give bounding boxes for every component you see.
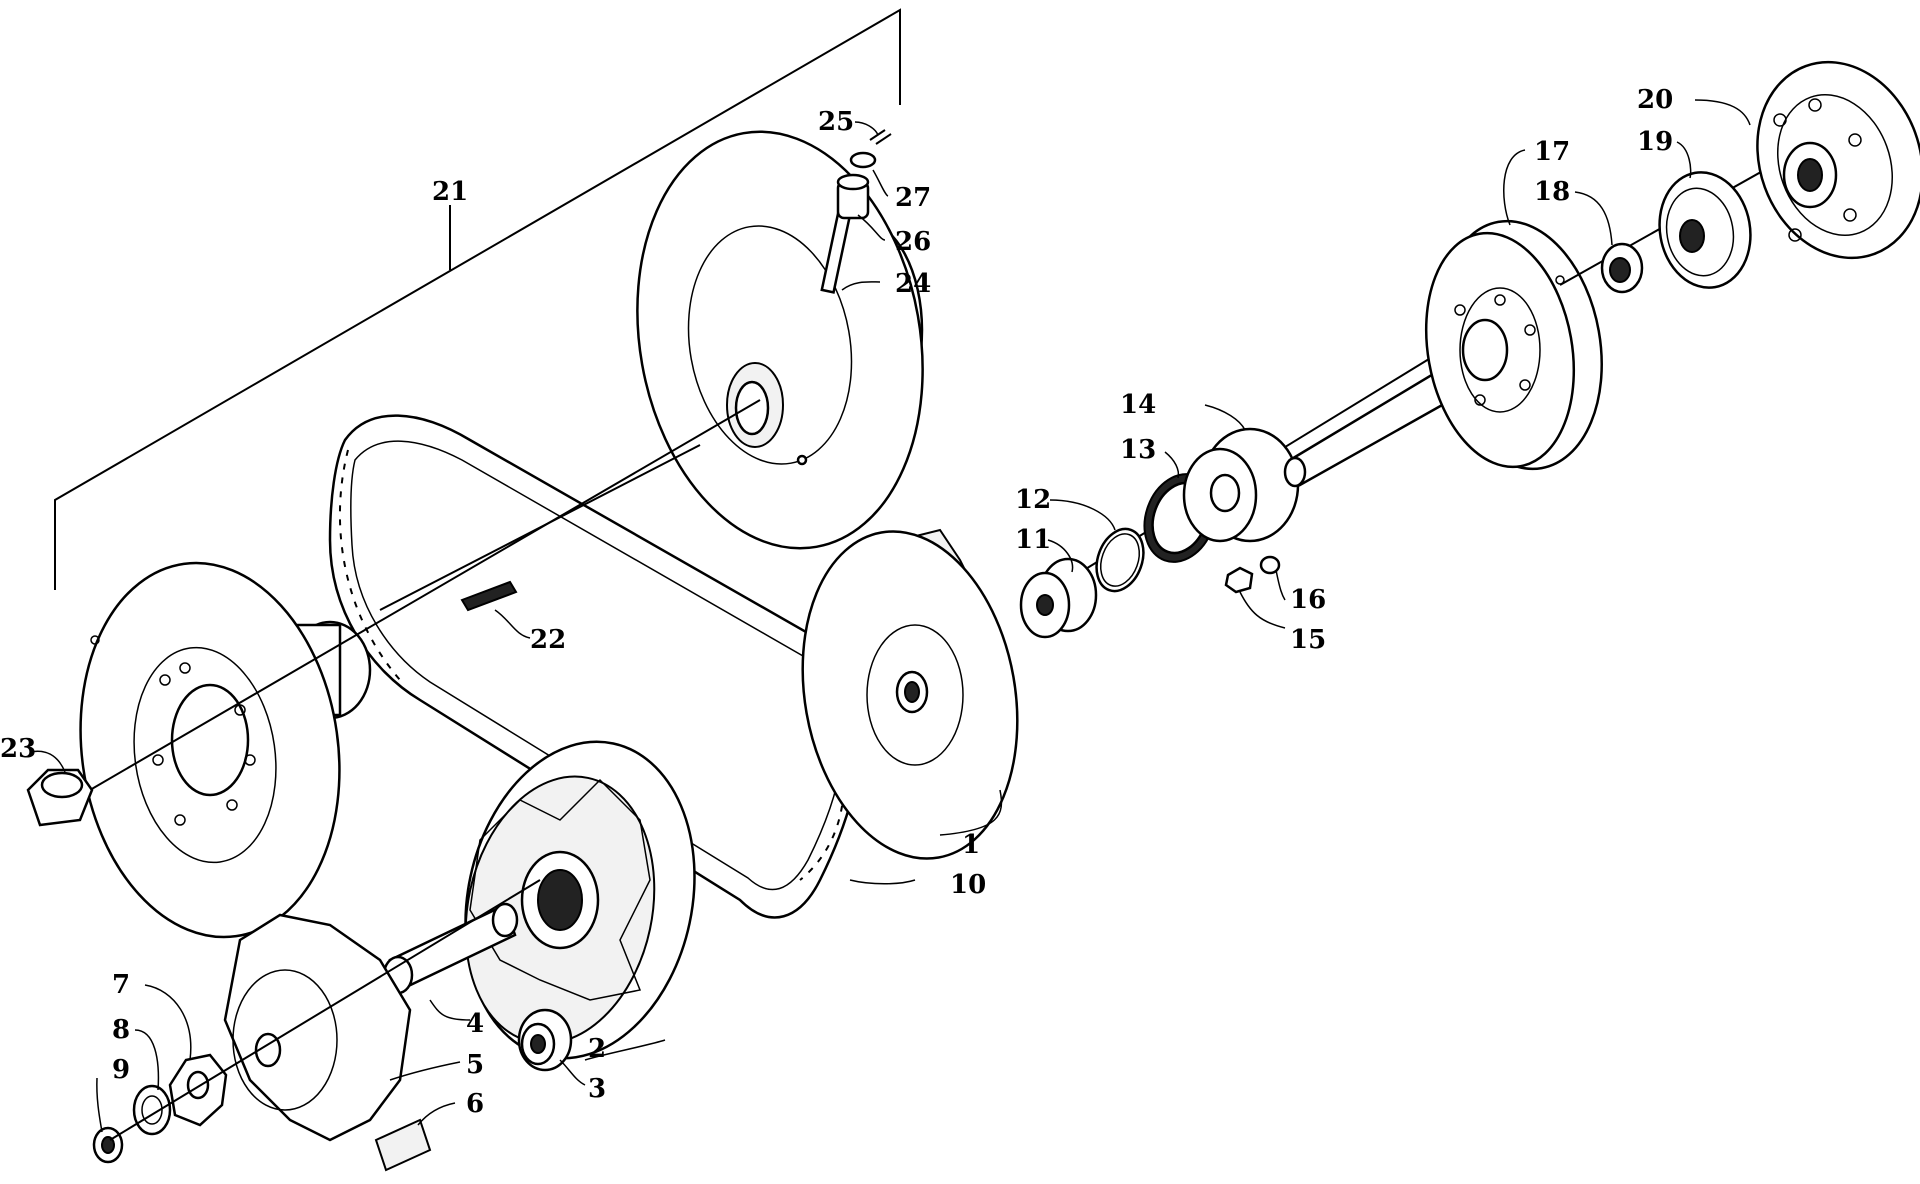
callout-11: 11: [1015, 525, 1051, 555]
clutch-drum-17: [1283, 219, 1603, 488]
clutch-housing-20: [1756, 60, 1920, 260]
washer-8: [132, 1084, 172, 1136]
callout-27: 27: [895, 183, 931, 213]
one-way-clutch-19: [1658, 171, 1752, 289]
fixed-sheave-2: [464, 740, 696, 1060]
driven-pulley-sheave: [636, 130, 924, 550]
sleeve-18: [1600, 242, 1644, 294]
pin-assembly: [820, 129, 892, 294]
nut-15: [1224, 566, 1254, 594]
callout-21: 21: [432, 177, 468, 207]
callout-3: 3: [588, 1074, 606, 1104]
nut-7: [168, 1053, 228, 1127]
callout-6: 6: [466, 1089, 484, 1119]
callout-2: 2: [588, 1034, 606, 1064]
callout-4: 4: [466, 1009, 484, 1039]
callout-9: 9: [112, 1055, 130, 1085]
callout-22: 22: [530, 625, 566, 655]
driven-pulley-hub: [79, 561, 372, 939]
callout-25: 25: [818, 107, 854, 137]
callout-23: 23: [0, 734, 36, 764]
callout-14: 14: [1120, 390, 1156, 420]
callout-12: 12: [1015, 485, 1051, 515]
callout-7: 7: [112, 970, 130, 1000]
movable-sheave-1: [801, 528, 1019, 860]
callout-19: 19: [1637, 127, 1673, 157]
callout-20: 20: [1637, 85, 1673, 115]
spider-cover-5: [223, 913, 412, 1142]
callout-1: 1: [962, 830, 980, 860]
key-22: [460, 580, 518, 612]
assembly-bracket-21: [54, 8, 901, 590]
nut-23: [26, 768, 94, 827]
callout-13: 13: [1120, 435, 1156, 465]
callout-labels: 1 2 3 4 5 6 7 8 9 10 11 12 13 14 15 16 1…: [0, 85, 1673, 1119]
callout-26: 26: [895, 227, 931, 257]
bearing-11: [1019, 557, 1098, 639]
callout-17: 17: [1534, 137, 1570, 167]
callout-5: 5: [466, 1050, 484, 1080]
bearing-3: [517, 1008, 573, 1072]
callout-18: 18: [1534, 177, 1570, 207]
leader-lines: [29, 99, 1751, 1133]
bearing-14: [1182, 427, 1300, 543]
callout-15: 15: [1290, 625, 1326, 655]
callout-24: 24: [895, 269, 931, 299]
callout-8: 8: [112, 1015, 130, 1045]
bolt-16: [1259, 555, 1281, 575]
o-ring-12: [1095, 527, 1145, 593]
shoe-6: [374, 1118, 432, 1172]
drive-belt: [328, 414, 863, 919]
callout-10: 10: [950, 870, 986, 900]
callout-16: 16: [1290, 585, 1326, 615]
nut-9: [92, 1126, 124, 1164]
